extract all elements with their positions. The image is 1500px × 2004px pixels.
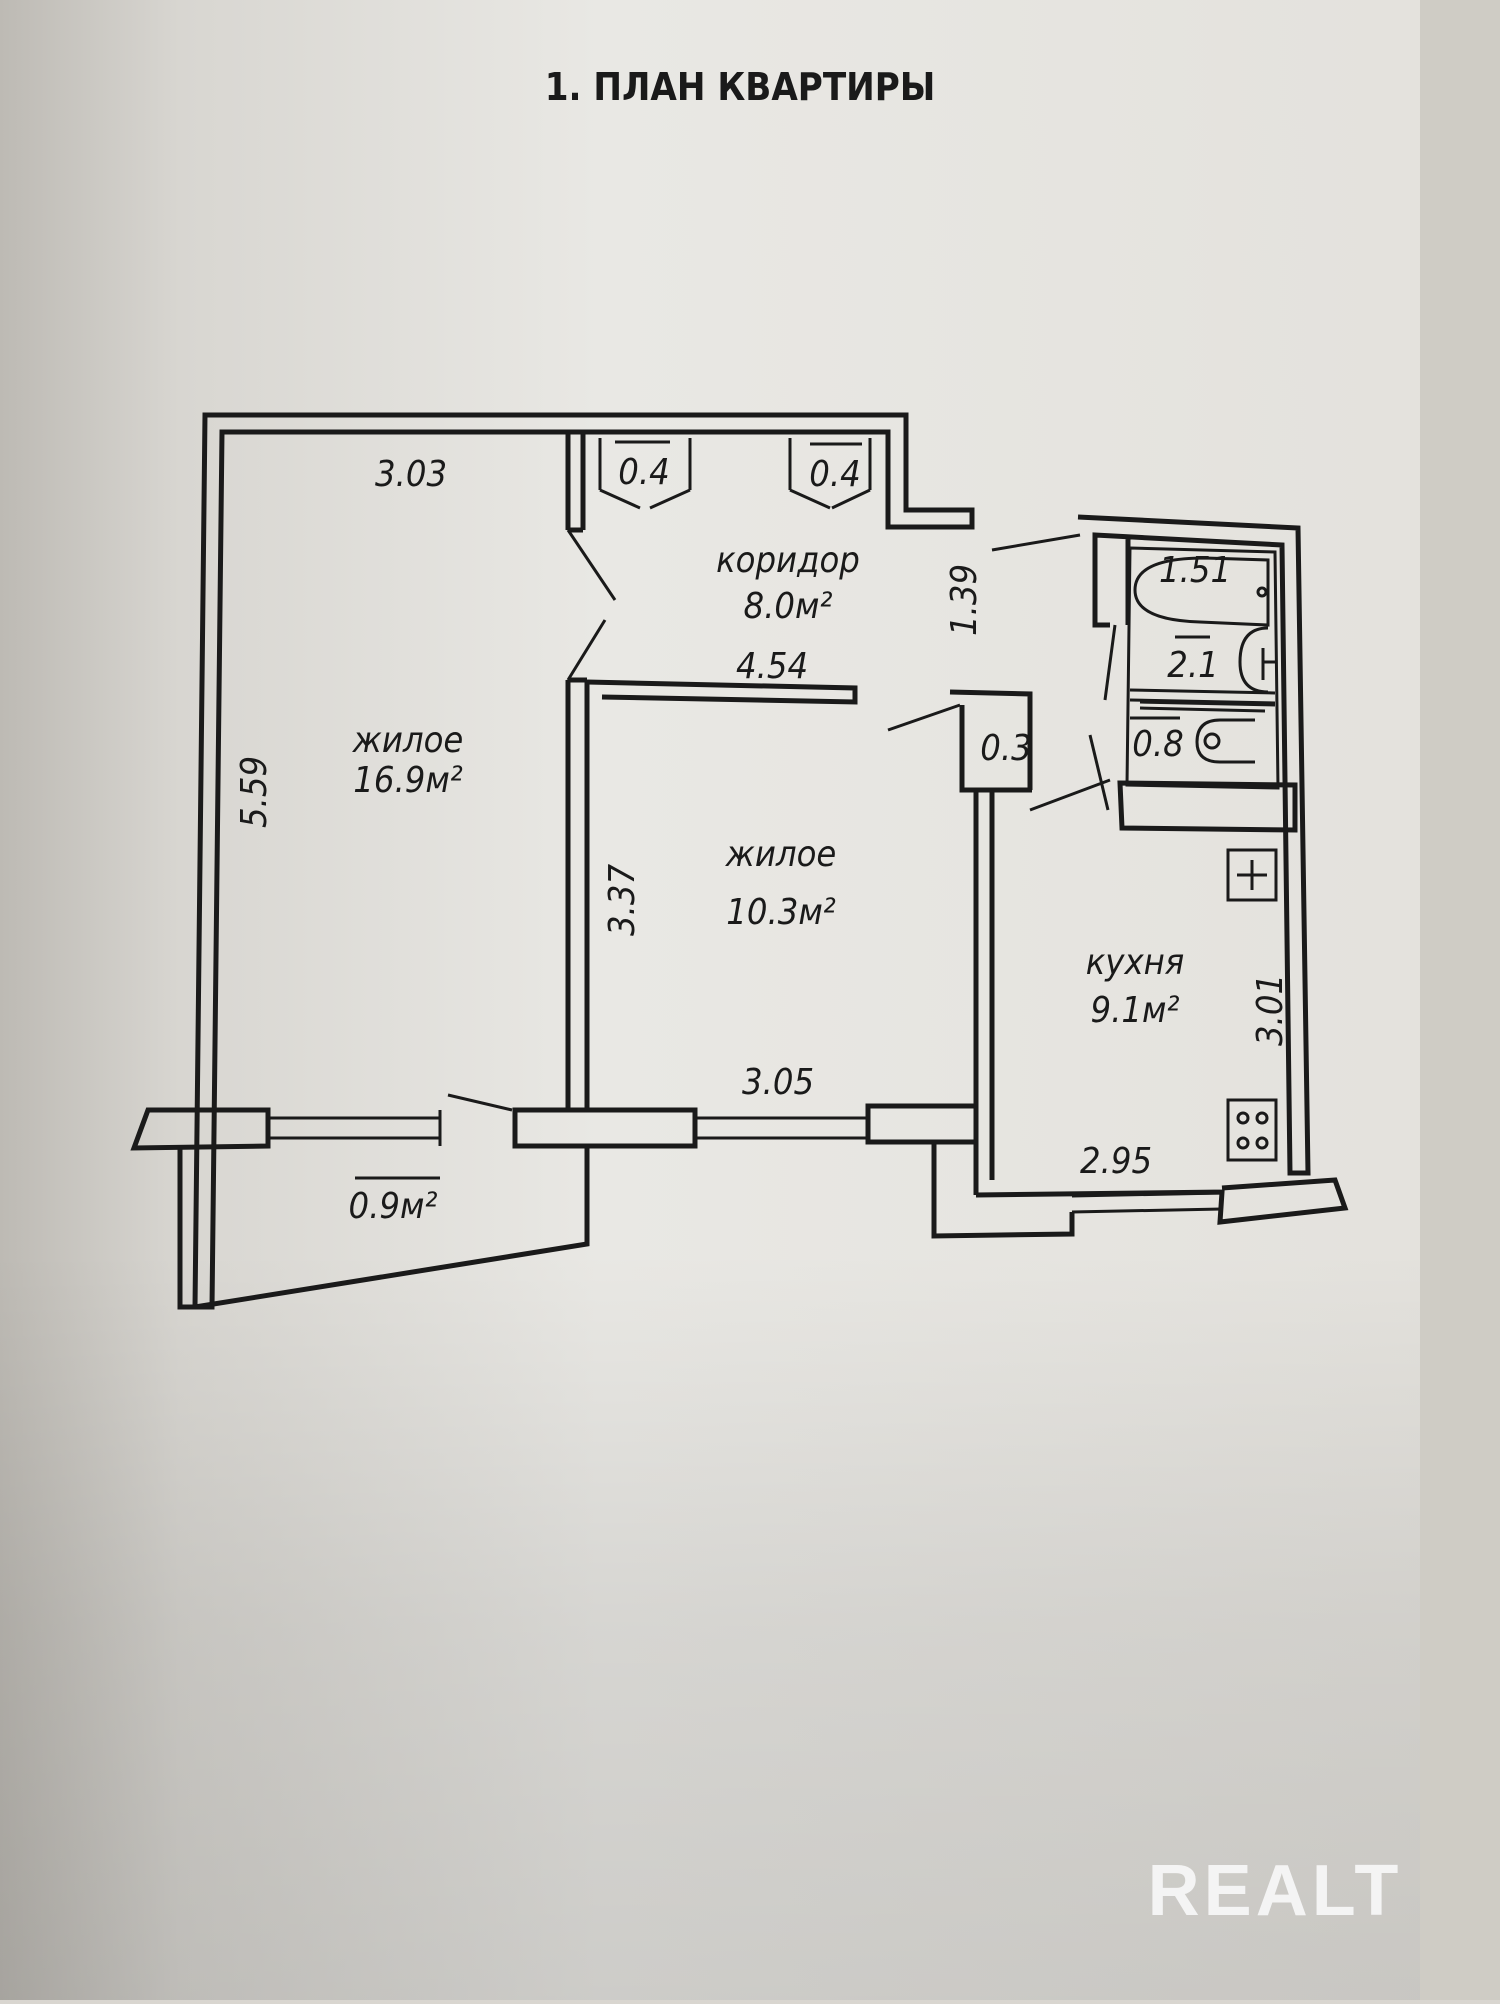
closet-1-area: 0.4	[618, 452, 670, 493]
shadow	[0, 1250, 1420, 2000]
room-large-name: жилое	[352, 720, 464, 761]
bathroom-area: 2.1	[1167, 645, 1219, 686]
dim-corridor-width: 1.39	[944, 564, 985, 636]
closet-3-area: 0.3	[980, 728, 1032, 769]
kitchen-name: кухня	[1086, 942, 1185, 983]
room-small-area: 10.3м²	[726, 892, 836, 933]
plan-title: 1. ПЛАН КВАРТИРЫ	[545, 65, 936, 109]
room-large-area: 16.9м²	[353, 760, 463, 801]
dim-small-width: 3.05	[742, 1062, 814, 1103]
dim-kitchen-length: 3.01	[1250, 974, 1291, 1046]
kitchen-area: 9.1м²	[1091, 990, 1180, 1031]
dimension-labels: 3.03 5.59 4.54 1.39 3.37 3.05 3.01 2.95 …	[234, 454, 1291, 1182]
dim-small-length: 3.37	[602, 864, 643, 936]
dim-large-length: 5.59	[234, 756, 275, 828]
closet-2-area: 0.4	[809, 454, 861, 495]
walls	[130, 412, 1349, 1310]
page-edge	[1420, 0, 1500, 2000]
dim-bathtub: 1.51	[1159, 550, 1231, 591]
realt-watermark-logo: REALT	[1148, 1851, 1403, 1931]
dim-large-width: 3.03	[375, 454, 447, 495]
room-labels: жилое 16.9м² коридор 8.0м² жилое 10.3м² …	[349, 440, 1219, 1227]
corridor-area: 8.0м²	[744, 586, 833, 627]
dim-kitchen-width: 2.95	[1080, 1141, 1152, 1182]
balcony-area: 0.9м²	[349, 1186, 438, 1227]
toilet-area: 0.8	[1132, 724, 1184, 765]
room-small-name: жилое	[725, 834, 837, 875]
corridor-name: коридор	[716, 540, 860, 581]
dim-corridor-length: 4.54	[736, 646, 808, 687]
